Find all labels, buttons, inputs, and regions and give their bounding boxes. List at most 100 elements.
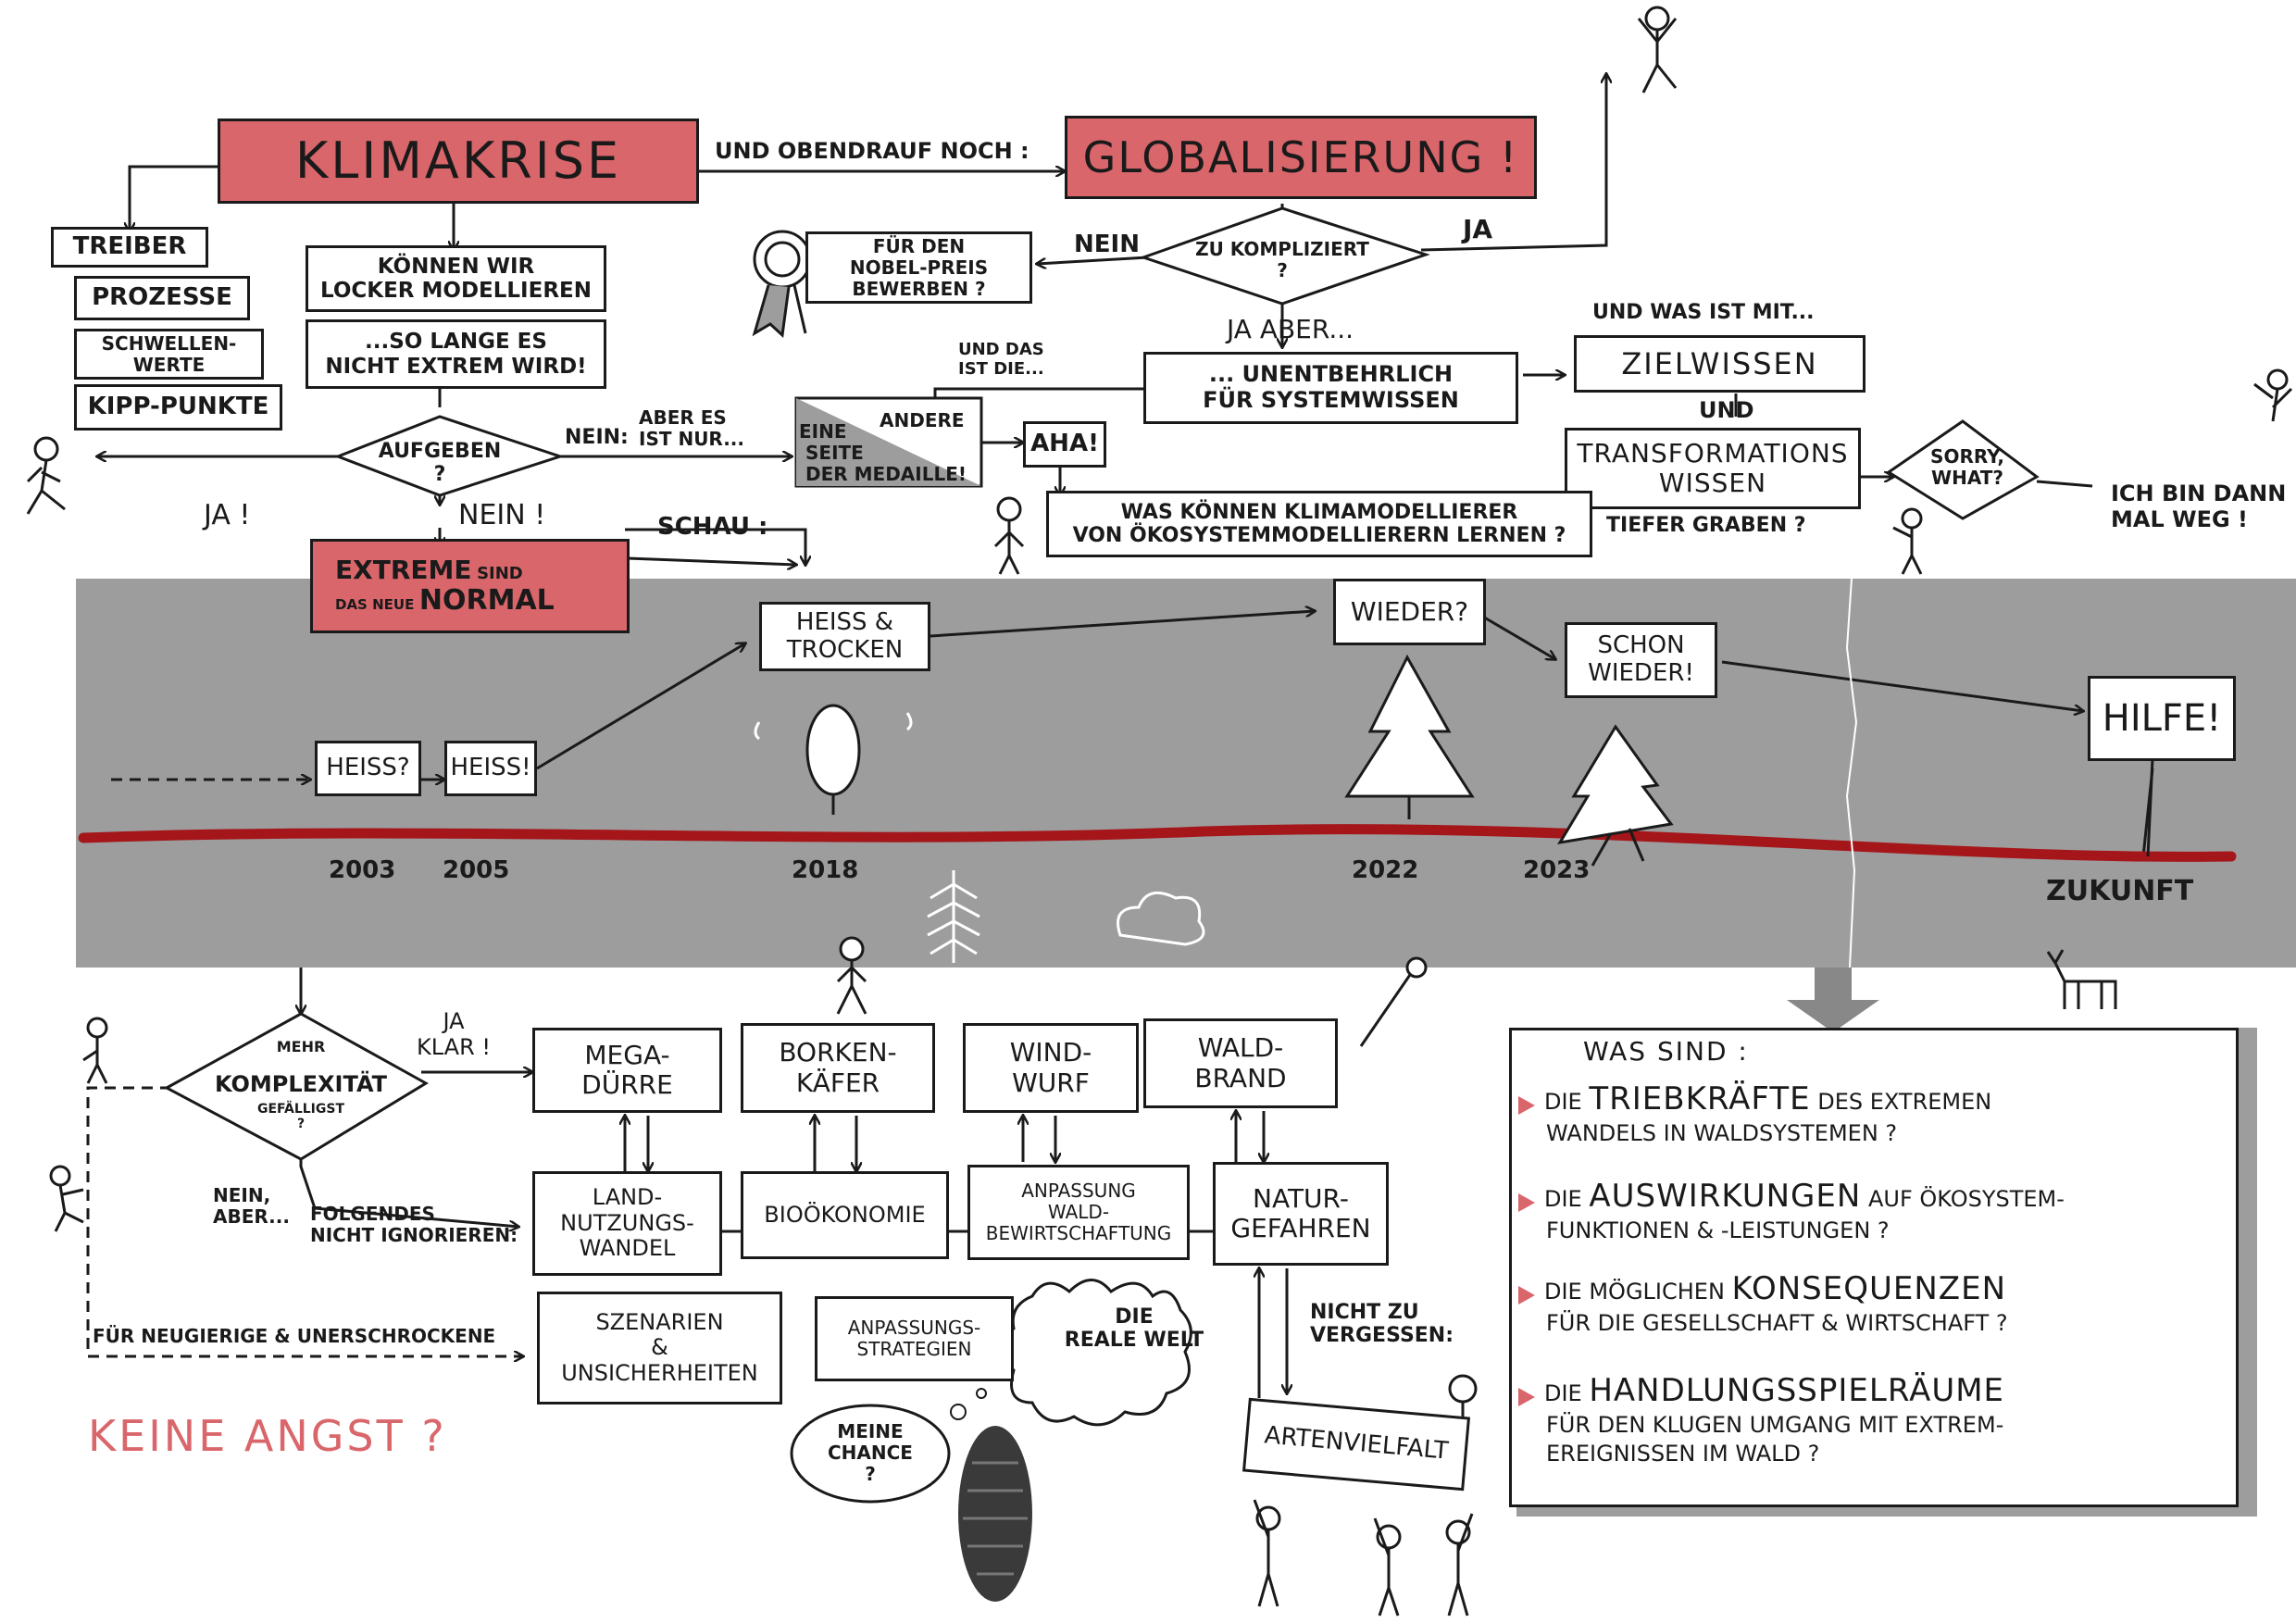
klimakrise-box: KLIMAKRISE bbox=[218, 119, 699, 204]
climbing-person-icon bbox=[1637, 6, 1678, 94]
reale-welt-label: DIE REALE WELT bbox=[1064, 1305, 1204, 1353]
gefaelligst-label: GEFÄLLIGST ? bbox=[256, 1102, 345, 1132]
komplexitaet-diamond bbox=[163, 1012, 429, 1161]
schwellenwerte-box: SCHWELLEN- WERTE bbox=[74, 329, 264, 380]
timeline-line bbox=[78, 824, 2237, 862]
heiss-2005-box: HEISS! bbox=[444, 741, 537, 796]
globalisierung-box: GLOBALISIERUNG ! bbox=[1065, 116, 1537, 199]
kipp-punkte-box: KIPP-PUNKTE bbox=[74, 384, 282, 431]
thought-cloud bbox=[790, 1404, 951, 1504]
nein-aber-label: NEIN, ABER... bbox=[213, 1184, 290, 1228]
pine-cone-icon bbox=[958, 1426, 1032, 1602]
folgendes-label: FOLGENDES NICHT IGNORIEREN: bbox=[310, 1203, 518, 1246]
kompliziert-label: ZU KOMPLIZIERT ? bbox=[1195, 238, 1369, 281]
person-left-icon bbox=[82, 1017, 108, 1084]
extreme-line2: DAS NEUE NORMAL bbox=[335, 583, 555, 618]
transformation-box: TRANSFORMATIONS WISSEN bbox=[1565, 428, 1861, 509]
driver-windwurf: WIND- WURF bbox=[963, 1023, 1139, 1113]
extreme-box: EXTREME SIND DAS NEUE NORMAL bbox=[310, 539, 630, 633]
aufgeben-label: AUFGEBEN ? bbox=[378, 440, 502, 487]
und-was-label: UND WAS IST MIT... bbox=[1592, 301, 1815, 324]
und-das-label: UND DAS IST DIE... bbox=[958, 340, 1044, 379]
tiefer-label: TIEFER GRABEN ? bbox=[1606, 514, 1806, 537]
heiss-trocken-box: HEISS & TROCKEN bbox=[759, 602, 930, 671]
q1-pre: DIE bbox=[1544, 1089, 1590, 1115]
year-2023: 2023 bbox=[1523, 856, 1591, 884]
aufgeben-nein-side: NEIN: bbox=[565, 426, 629, 449]
sind-word: SIND bbox=[477, 563, 523, 583]
modellieren-box: KÖNNEN WIR LOCKER MODELLIEREN bbox=[306, 245, 606, 312]
ja-klar-label: JA KLAR ! bbox=[417, 1008, 492, 1060]
jumping-person-icon bbox=[2253, 368, 2293, 422]
prozesse-box: PROZESSE bbox=[74, 276, 250, 320]
year-2005: 2005 bbox=[443, 856, 510, 884]
aufgeben-diamond bbox=[333, 415, 565, 497]
schau-label: SCHAU : bbox=[657, 513, 768, 541]
sorry-label: SORRY, WHAT? bbox=[1930, 445, 2004, 489]
running-away-person-icon bbox=[26, 436, 66, 515]
year-2003: 2003 bbox=[329, 856, 396, 884]
q3-line2: FÜR DIE GESELLSCHAFT & WIRTSCHAFT ? bbox=[1546, 1310, 2008, 1337]
unentbehrlich-box: ... UNENTBEHRLICH FÜR SYSTEMWISSEN bbox=[1143, 352, 1518, 424]
extreme-line1: EXTREME SIND bbox=[335, 554, 523, 585]
sitting-person-icon bbox=[836, 936, 867, 1015]
heiss-2003-box: HEISS? bbox=[315, 741, 421, 796]
medaille-andere: ANDERE bbox=[880, 409, 965, 431]
chance-label: MEINE CHANCE ? bbox=[828, 1420, 913, 1485]
wieder-box: WIEDER? bbox=[1333, 579, 1486, 645]
zielwissen-box: ZIELWISSEN bbox=[1574, 335, 1866, 393]
triangle-bullet-icon bbox=[1518, 1095, 1535, 1115]
year-2018: 2018 bbox=[792, 856, 859, 884]
nicht-vergessen-label: NICHT ZU VERGESSEN: bbox=[1310, 1301, 1454, 1348]
impact-naturgefahren: NATUR- GEFAHREN bbox=[1213, 1162, 1389, 1266]
mehr-label: MEHR bbox=[276, 1038, 326, 1055]
tree-2022-icon bbox=[1344, 654, 1475, 819]
question-item-3: DIE MÖGLICHEN KONSEQUENZEN FÜR DIE GESEL… bbox=[1518, 1268, 2240, 1338]
weg-label: ICH BIN DANN MAL WEG ! bbox=[2111, 481, 2287, 532]
klimamodell-box: WAS KÖNNEN KLIMAMODELLIERER VON ÖKOSYSTE… bbox=[1046, 491, 1592, 557]
q1-post: DES EXTREMEN bbox=[1810, 1089, 1992, 1115]
q2-key: AUSWIRKUNGEN bbox=[1589, 1178, 1862, 1215]
und-label: UND bbox=[1699, 397, 1754, 423]
aha-box: AHA! bbox=[1023, 421, 1106, 468]
q3-pre: DIE MÖGLICHEN bbox=[1544, 1279, 1732, 1305]
q4-line2: FÜR DEN KLUGEN UMGANG MIT EXTREM- EREIGN… bbox=[1546, 1412, 2004, 1467]
digging-person-icon bbox=[1892, 507, 1923, 575]
medaille-eine: EINE bbox=[799, 420, 847, 443]
q4-key: HANDLUNGSSPIELRÄUME bbox=[1589, 1372, 2005, 1409]
kompliziert-nein: NEIN bbox=[1074, 231, 1140, 258]
medal-icon bbox=[752, 230, 812, 339]
q4-pre: DIE bbox=[1544, 1380, 1590, 1406]
aufgeben-nein-down: NEIN ! bbox=[458, 499, 546, 531]
kompliziert-diamond bbox=[1139, 206, 1430, 306]
driver-megaduerre: MEGA- DÜRRE bbox=[532, 1028, 722, 1113]
question-item-4: DIE HANDLUNGSSPIELRÄUME FÜR DEN KLUGEN U… bbox=[1518, 1370, 2240, 1469]
questions-header: WAS SIND : bbox=[1583, 1036, 1749, 1067]
people-holding-banner-icon bbox=[1253, 1374, 1478, 1617]
tree-2018-icon bbox=[754, 704, 913, 815]
q3-key: KONSEQUENZEN bbox=[1731, 1270, 2007, 1307]
triangle-bullet-icon bbox=[1518, 1387, 1535, 1406]
extrem-box: ...SO LANGE ES NICHT EXTREM WIRD! bbox=[306, 319, 606, 389]
driver-borkenkaefer: BORKEN- KÄFER bbox=[741, 1023, 935, 1113]
question-item-1: DIE TRIEBKRÄFTE DES EXTREMEN WANDELS IN … bbox=[1518, 1079, 2240, 1148]
triangle-bullet-icon bbox=[1518, 1285, 1535, 1305]
cloud-icon bbox=[1117, 891, 1205, 946]
down-arrow-icon bbox=[1787, 968, 1879, 1032]
year-2022: 2022 bbox=[1352, 856, 1419, 884]
climber-left-icon bbox=[49, 1165, 84, 1232]
treiber-box: TREIBER bbox=[51, 227, 208, 268]
neugierige-label: FÜR NEUGIERIGE & UNERSCHROCKENE bbox=[93, 1325, 496, 1347]
thinking-person-icon bbox=[993, 496, 1025, 575]
normal-word: NORMAL bbox=[418, 583, 555, 617]
extreme-word: EXTREME bbox=[335, 554, 472, 585]
running-tree-icon bbox=[1557, 724, 1674, 867]
q1-key: TRIEBKRÄFTE bbox=[1589, 1080, 1811, 1117]
impact-biooekonomie: BIOÖKONOMIE bbox=[741, 1171, 949, 1259]
das-neue-word: DAS NEUE bbox=[335, 595, 415, 613]
sorry-diamond bbox=[1886, 419, 2040, 520]
real-world-cloud bbox=[1001, 1279, 1192, 1427]
fern-icon bbox=[927, 870, 980, 963]
questions-panel bbox=[1509, 1028, 2239, 1507]
kompliziert-ja: JA bbox=[1463, 214, 1493, 244]
